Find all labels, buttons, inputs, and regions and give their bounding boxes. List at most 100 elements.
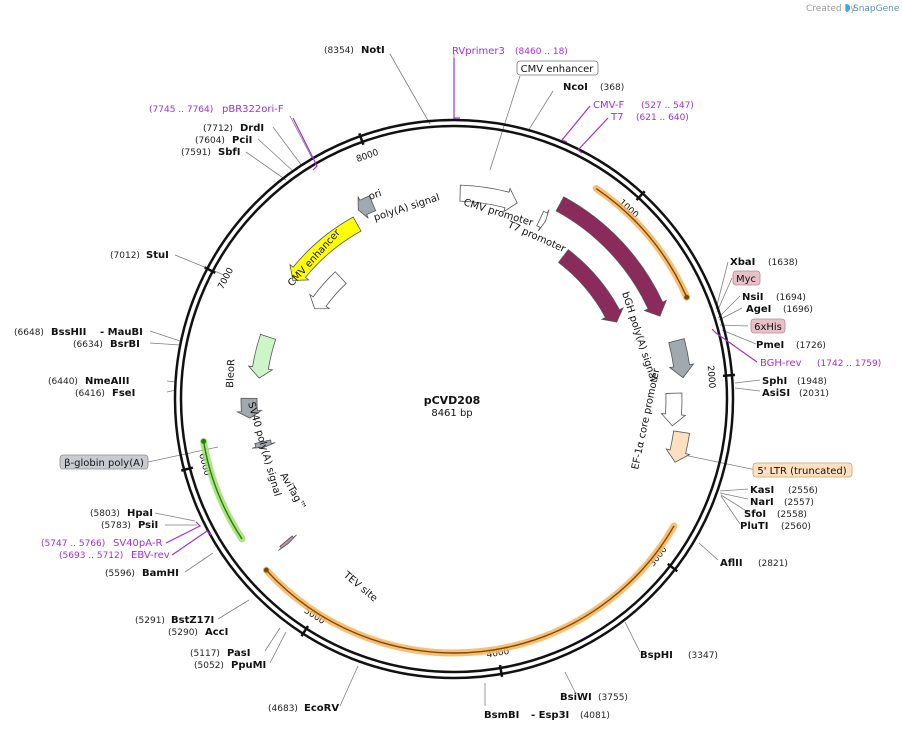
leader-lines <box>147 53 761 707</box>
feature-ef-1-core-promoter-8 <box>660 392 687 427</box>
svg-text:PpuMI: PpuMI <box>231 660 266 671</box>
svg-text:(7745 .. 7764): (7745 .. 7764) <box>149 105 213 115</box>
svg-text:pBR322ori-F: pBR322ori-F <box>222 104 284 115</box>
svg-text:(5291): (5291) <box>135 616 165 626</box>
feature-tev-site-13 <box>278 534 297 551</box>
svg-text:(7591): (7591) <box>181 148 211 158</box>
svg-text:(5783): (5783) <box>101 521 131 531</box>
feature-label-ori: ori <box>367 188 383 203</box>
svg-text:(621 .. 640): (621 .. 640) <box>636 113 689 123</box>
site-maubi: - MauBI <box>100 327 143 338</box>
svg-text:(7712): (7712) <box>203 124 233 134</box>
svg-text:(4683): (4683) <box>268 704 298 714</box>
svg-text:(2557): (2557) <box>784 498 814 508</box>
site-nari: NarI(2557) <box>750 497 814 508</box>
plasmid-length: 8461 bp <box>431 408 472 419</box>
site-pmei: PmeI (1726) <box>756 340 826 351</box>
svg-text:PciI: PciI <box>232 135 252 146</box>
tick-8000 <box>358 132 365 146</box>
svg-text:(5693 .. 5712): (5693 .. 5712) <box>59 551 123 561</box>
svg-text:(6634): (6634) <box>73 340 103 350</box>
svg-text:PasI: PasI <box>227 648 250 659</box>
feature-label-t7-promoter: T7 promoter <box>505 219 568 255</box>
watermark: Created by SnapGene <box>806 4 900 14</box>
site-stui: (7012)StuI <box>110 250 169 261</box>
svg-text:PmeI: PmeI <box>756 340 784 351</box>
orange-arc-bottom-core <box>265 525 675 654</box>
feature-label-bleor: BleoR <box>225 359 237 388</box>
svg-text:(7604): (7604) <box>195 136 225 146</box>
svg-text:(6440): (6440) <box>48 377 78 387</box>
site-bsphi: BspHI (3347) <box>640 650 718 661</box>
site-agei: AgeI(1696) <box>746 304 813 315</box>
tick-7000 <box>204 266 216 275</box>
svg-text:StuI: StuI <box>146 250 169 261</box>
svg-text:NotI: NotI <box>361 45 385 56</box>
svg-text:AsiSI: AsiSI <box>762 388 790 399</box>
svg-text:FseI: FseI <box>112 388 135 399</box>
svg-text:NmeAIII: NmeAIII <box>85 376 129 387</box>
svg-text:PsiI: PsiI <box>138 520 158 531</box>
primer-rvprimer3: RVprimer3 (8460 .. 18) <box>452 46 568 119</box>
tick-label-2000: 2000 <box>705 365 717 389</box>
svg-text:CMV enhancer: CMV enhancer <box>521 64 595 75</box>
svg-text:(6648): (6648) <box>14 328 44 338</box>
svg-text:BssHII: BssHII <box>51 327 86 338</box>
feature-t7-promoter-3 <box>536 209 550 232</box>
feature-bira-6 <box>558 249 624 323</box>
svg-text:(2821): (2821) <box>758 559 788 569</box>
site-bsshii: (6648) BssHII <box>14 327 86 338</box>
feature-poly-a-signal-1 <box>357 195 377 219</box>
site-esp3i: - Esp3I(4081) <box>531 710 610 721</box>
svg-text:(368): (368) <box>600 83 624 93</box>
feature-label-ef1a: EF-1α core promoter <box>630 367 662 471</box>
tick-label-7000: 7000 <box>217 266 237 291</box>
site-noti: (8354) NotI <box>324 45 385 56</box>
svg-text:(8460 .. 18): (8460 .. 18) <box>515 47 568 57</box>
site-fsei: (6416)FseI <box>75 388 135 399</box>
tick-3000 <box>667 562 679 573</box>
svg-text:XbaI: XbaI <box>730 257 755 268</box>
feature-5-ltr-truncated--9 <box>665 430 691 463</box>
svg-text:EcoRV: EcoRV <box>304 703 339 714</box>
svg-text:T7: T7 <box>610 112 623 123</box>
svg-text:(1696): (1696) <box>783 305 813 315</box>
boxed-labels: CMV enhancer Myc 6xHis 5' LTR (truncated… <box>59 60 853 478</box>
svg-text:- MauBI: - MauBI <box>100 327 143 338</box>
primer-sv40pa-r: (5747 .. 5766) SV40pA-R <box>41 521 202 549</box>
site-bstz17i: (5291) BstZ17I <box>135 615 214 626</box>
tick-2000 <box>722 373 736 378</box>
svg-text:BsrBI: BsrBI <box>110 339 140 350</box>
svg-text:NcoI: NcoI <box>563 82 588 93</box>
feature-cmv-enhancer-4 <box>309 271 347 310</box>
svg-text:(8354): (8354) <box>324 46 354 56</box>
svg-text:(1726): (1726) <box>796 341 826 351</box>
svg-text:AflII: AflII <box>720 558 743 569</box>
svg-text:SbfI: SbfI <box>218 147 240 158</box>
feature-ori-0 <box>289 216 362 281</box>
primer-ebv-rev: (5693 .. 5712) EBV-rev <box>59 530 212 561</box>
site-acci: (5290)AccI <box>168 627 228 638</box>
primer-cmv-f: CMV-F (527 .. 547) <box>561 100 694 143</box>
svg-text:AccI: AccI <box>205 627 228 638</box>
site-ncoi: NcoI (368) <box>563 82 624 93</box>
backbone <box>173 118 735 680</box>
svg-text:5' LTR (truncated): 5' LTR (truncated) <box>757 466 846 477</box>
svg-text:CMV-F: CMV-F <box>593 100 624 111</box>
watermark-brand: SnapGene <box>853 4 900 14</box>
plasmid-name: pCVD208 <box>424 394 481 407</box>
svg-text:(3347): (3347) <box>688 651 718 661</box>
svg-text:BstZ17I: BstZ17I <box>171 615 214 626</box>
site-bsmbi: BsmBI <box>484 710 519 721</box>
primer-pbr322ori-f: (7745 .. 7764) pBR322ori-F <box>149 104 318 171</box>
svg-text:BspHI: BspHI <box>640 650 673 661</box>
svg-text:PluTI: PluTI <box>740 521 768 532</box>
svg-text:(5803): (5803) <box>90 509 120 519</box>
svg-text:NsiI: NsiI <box>742 292 763 303</box>
feature-label-polya: poly(A) signal <box>373 192 442 224</box>
green-arc <box>200 437 246 543</box>
primer-labels: RVprimer3 (8460 .. 18) (7745 .. 7764) pB… <box>41 46 881 561</box>
tick-label-8000: 8000 <box>355 148 380 165</box>
svg-text:BsiWI: BsiWI <box>560 692 592 703</box>
